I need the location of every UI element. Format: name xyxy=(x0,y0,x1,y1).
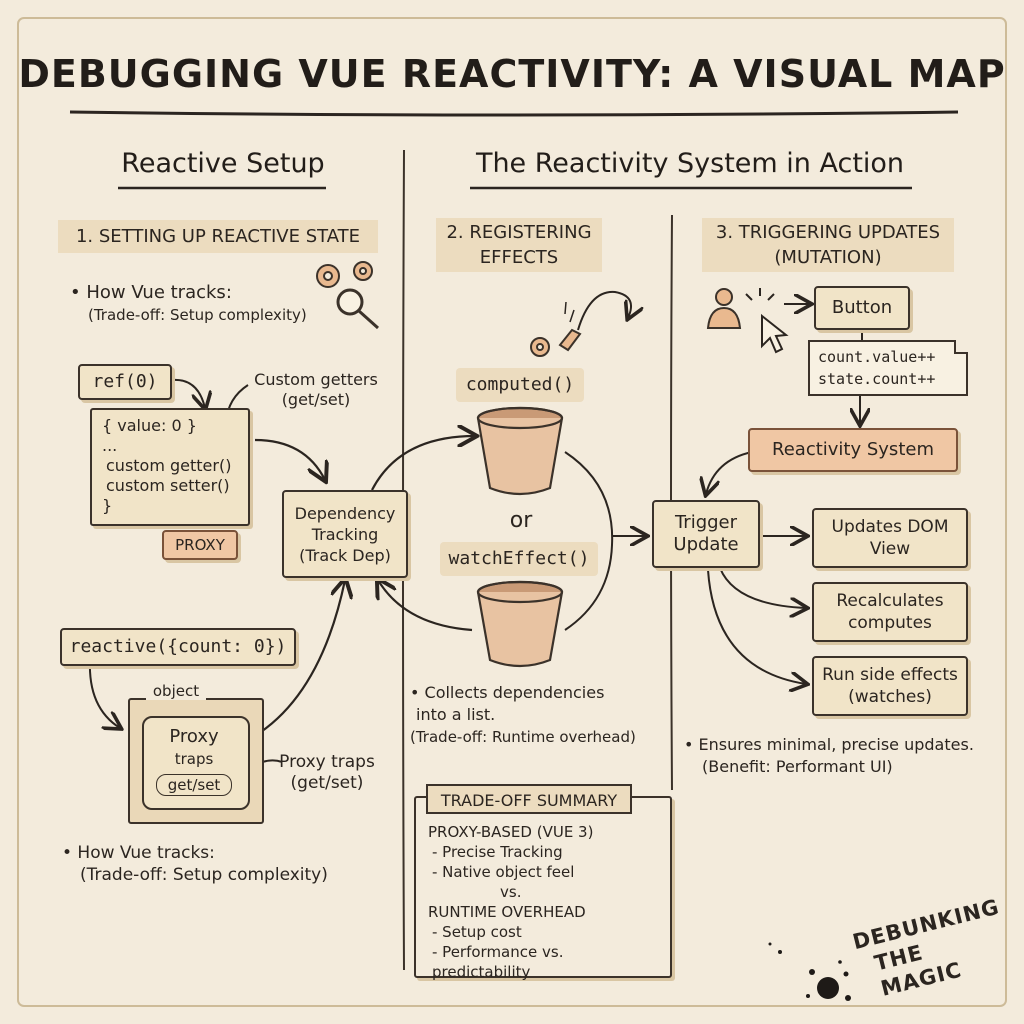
mutation-line: state.count++ xyxy=(818,370,936,388)
summary-line: PROXY-BASED (VUE 3) xyxy=(428,823,594,841)
cursor-icon xyxy=(745,288,789,354)
trigger-update-box: Trigger Update xyxy=(652,500,760,568)
updates-dom-box: Updates DOM View xyxy=(812,508,968,568)
note-line: • Ensures minimal, precise updates. xyxy=(684,735,974,754)
mutation-line: count.value++ xyxy=(818,348,936,366)
custom-getters-line: (get/set) xyxy=(281,390,351,409)
section-title-reactivity-system: The Reactivity System in Action xyxy=(475,148,905,179)
recalculates-box: Recalculates computes xyxy=(812,582,968,642)
page-title: DEBUGGING VUE REACTIVITY: A VISUAL MAP xyxy=(18,52,1006,96)
note-collects-dependencies: • Collects dependencies into a list. (Tr… xyxy=(410,682,668,748)
reactivity-system-box: Reactivity System xyxy=(748,428,958,472)
note-line: • How Vue tracks: xyxy=(62,843,215,863)
trigger-line: Update xyxy=(673,534,739,555)
watch-effect-label: watchEffect() xyxy=(440,542,598,576)
bucket-icon xyxy=(476,406,564,496)
note-line: into a list. xyxy=(416,705,496,724)
traps-label: traps xyxy=(174,750,214,768)
step-label-2-line2: EFFECTS xyxy=(479,247,559,268)
note-minimal-updates: • Ensures minimal, precise updates. (Ben… xyxy=(684,734,1004,778)
note-line: (Trade-off: Setup complexity) xyxy=(88,306,307,324)
ref-code-box: ref(0) xyxy=(78,364,172,400)
title-underline xyxy=(69,110,959,117)
value-line: } xyxy=(102,496,113,515)
magnifier-icon xyxy=(336,288,380,330)
splat-icon xyxy=(768,942,851,1001)
computed-label: computed() xyxy=(456,368,584,402)
value-line: ... xyxy=(102,436,118,455)
gears-icon xyxy=(316,261,373,288)
side-effects-box: Run side effects (watches) xyxy=(812,656,968,716)
step-label-3-line1: 3. TRIGGERING UPDATES xyxy=(715,222,941,243)
summary-line: - Precise Tracking xyxy=(432,843,563,861)
recalc-line: Recalculates xyxy=(836,591,944,611)
proxy-tag: PROXY xyxy=(162,530,238,560)
note-how-vue-tracks-top: • How Vue tracks: (Trade-off: Setup comp… xyxy=(70,282,310,326)
summary-line: - Native object feel xyxy=(432,863,575,881)
trigger-line: Trigger xyxy=(674,512,738,533)
step-label-3-line2: (MUTATION) xyxy=(774,247,882,268)
note-line: (Trade-off: Runtime overhead) xyxy=(410,728,636,746)
step-label-1: 1. SETTING UP REACTIVE STATE xyxy=(58,220,378,253)
tradeoff-summary-content: PROXY-BASED (VUE 3) - Precise Tracking -… xyxy=(428,822,664,982)
dependency-line: Tracking xyxy=(311,524,379,544)
proxy-traps-line: (get/set) xyxy=(290,773,364,793)
updates-dom-line: View xyxy=(869,539,911,559)
summary-line: - Setup cost xyxy=(432,923,522,941)
note-how-vue-tracks-bottom: • How Vue tracks: (Trade-off: Setup comp… xyxy=(62,842,362,886)
button-box: Button xyxy=(814,286,910,330)
dependency-line: Dependency xyxy=(294,503,396,523)
step-label-3: 3. TRIGGERING UPDATES (MUTATION) xyxy=(702,218,954,272)
dependency-tracking-box: Dependency Tracking (Track Dep) xyxy=(282,490,408,578)
mutation-note: count.value++ state.count++ xyxy=(808,340,968,396)
section-title-reactive-setup: Reactive Setup xyxy=(121,148,325,179)
proxy-label: Proxy xyxy=(169,726,219,747)
proxy-traps-line: Proxy traps xyxy=(279,752,375,772)
ref-value-box: { value: 0 } ... custom getter() custom … xyxy=(90,408,250,526)
value-line: custom getter() xyxy=(106,456,232,475)
or-label: or xyxy=(509,508,533,533)
recalc-line: computes xyxy=(848,613,932,633)
side-effects-line: Run side effects xyxy=(822,665,958,685)
step-label-2: 2. REGISTERING EFFECTS xyxy=(436,218,602,272)
value-line: custom setter() xyxy=(106,476,230,495)
reactive-code-box: reactive({count: 0}) xyxy=(60,628,296,666)
dependency-line: (Track Dep) xyxy=(299,545,391,565)
custom-getters-line: Custom getters xyxy=(254,370,378,389)
value-line: { value: 0 } xyxy=(102,416,197,435)
note-line: • Collects dependencies xyxy=(410,683,605,702)
get-set-pill: get/set xyxy=(156,774,232,796)
user-icon xyxy=(706,288,742,329)
note-fold xyxy=(954,340,968,354)
proxy-traps-label: Proxy traps (get/set) xyxy=(272,752,382,794)
object-label: object xyxy=(146,682,206,700)
note-line: (Benefit: Performant UI) xyxy=(702,757,893,776)
summary-line: vs. xyxy=(500,883,522,901)
gear-brush-icon xyxy=(530,328,582,357)
note-line: • How Vue tracks: xyxy=(70,282,232,303)
side-effects-line: (watches) xyxy=(848,687,932,707)
custom-getters-label: Custom getters (get/set) xyxy=(246,370,386,410)
debunking-stamp: DEBUNKING THE MAGIC xyxy=(850,894,1014,1006)
step-label-2-line1: 2. REGISTERING xyxy=(446,222,592,243)
tradeoff-summary-heading: TRADE-OFF SUMMARY xyxy=(426,784,632,814)
tradeoff-summary-box xyxy=(414,796,672,978)
summary-line: - Performance vs. predictability xyxy=(432,943,564,981)
updates-dom-line: Updates DOM xyxy=(831,517,949,537)
summary-line: RUNTIME OVERHEAD xyxy=(428,903,586,921)
note-line: (Trade-off: Setup complexity) xyxy=(80,865,328,885)
bucket-icon xyxy=(476,580,564,668)
